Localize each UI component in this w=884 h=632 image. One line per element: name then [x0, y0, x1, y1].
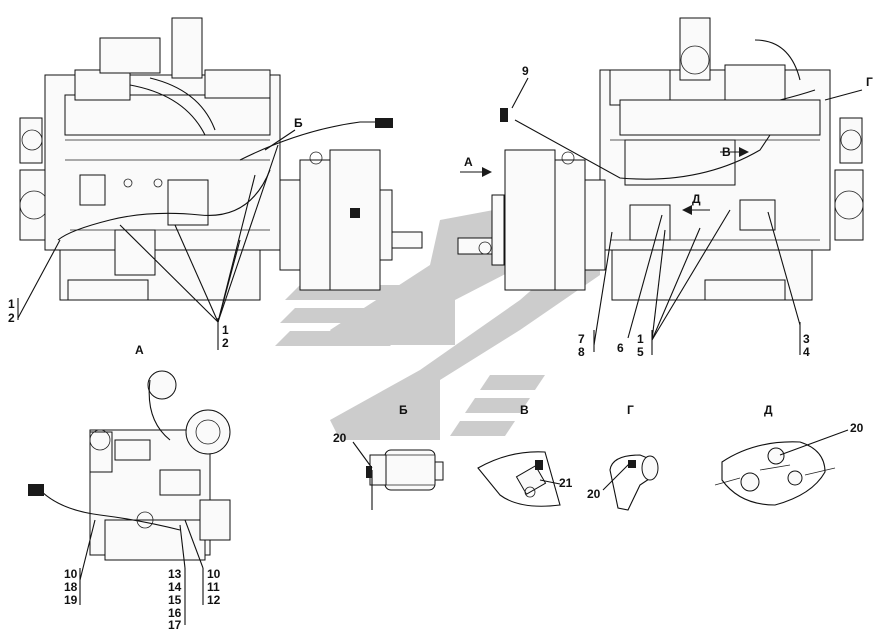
callout-9: 9	[522, 64, 529, 78]
arrow-label-d: Д	[692, 192, 701, 206]
arrow-label-a: А	[464, 155, 473, 169]
callout-11: 11	[207, 580, 220, 594]
front-view-engine-drawing	[28, 370, 231, 561]
callout-20-g: 20	[587, 487, 601, 501]
callout-18: 18	[64, 580, 78, 594]
callout-15: 15	[168, 593, 182, 607]
callout-1-mid: 1	[222, 323, 229, 337]
callout-5: 5	[637, 345, 644, 359]
view-label-v: В	[520, 403, 529, 417]
right-engine-drawing	[457, 17, 864, 301]
callout-1-left: 1	[8, 297, 15, 311]
callout-13: 13	[168, 567, 182, 581]
callout-19: 19	[64, 593, 78, 607]
callout-7: 7	[578, 332, 585, 346]
view-label-a: А	[135, 343, 144, 357]
callout-20-b: 20	[333, 431, 347, 445]
detail-v-drawing	[477, 451, 561, 507]
callout-8: 8	[578, 345, 585, 359]
view-label-b: Б	[399, 403, 408, 417]
callout-1-right: 1	[637, 332, 644, 346]
callout-4: 4	[803, 345, 810, 359]
leader-lines	[17, 77, 863, 625]
callout-17: 17	[168, 618, 182, 632]
callout-2-mid: 2	[222, 336, 229, 350]
callout-16: 16	[168, 606, 182, 620]
arrow-label-v: В	[722, 145, 731, 159]
callout-2-left: 2	[8, 311, 15, 325]
callout-3: 3	[803, 332, 810, 346]
left-engine-drawing	[19, 17, 423, 301]
arrow-label-g: Г	[866, 75, 873, 89]
callout-12: 12	[207, 593, 221, 607]
callout-20-d: 20	[850, 421, 864, 435]
detail-b-drawing	[366, 449, 444, 510]
view-label-d: Д	[764, 403, 773, 417]
callout-10-b: 10	[207, 567, 221, 581]
callout-21: 21	[559, 476, 573, 490]
detail-g-drawing	[609, 454, 659, 511]
callout-6: 6	[617, 341, 624, 355]
arrow-label-b: Б	[294, 116, 303, 130]
detail-d-drawing	[714, 441, 836, 506]
callout-10-a: 10	[64, 567, 78, 581]
callout-14: 14	[168, 580, 182, 594]
view-label-g: Г	[627, 403, 634, 417]
